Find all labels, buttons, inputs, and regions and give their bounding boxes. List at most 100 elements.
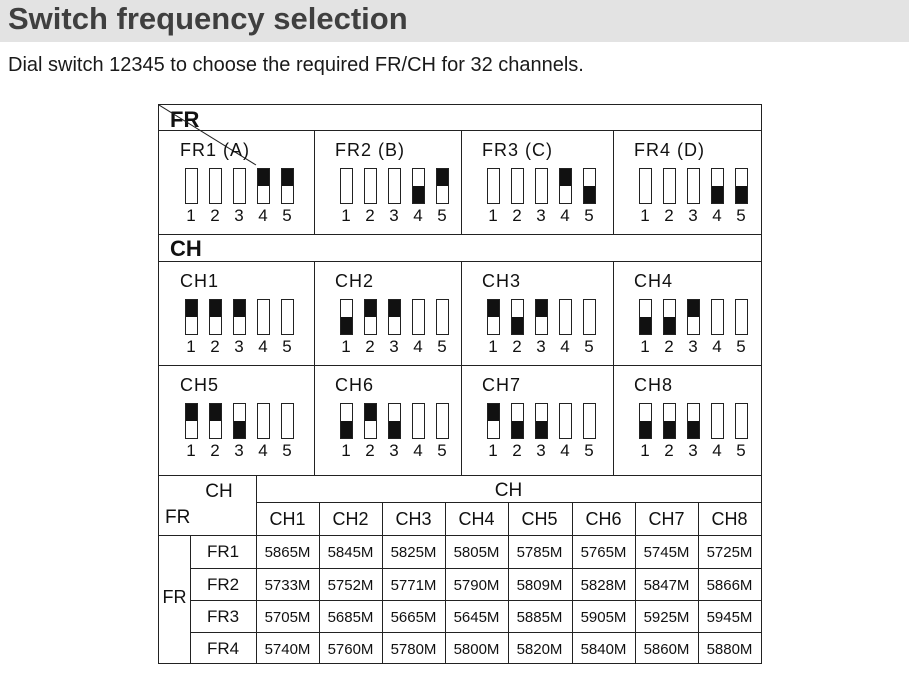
ch7-switch-3 — [535, 403, 548, 439]
ch1-switch-number: 2 — [210, 337, 220, 356]
grid-line — [613, 130, 614, 234]
table-cell: 5645M — [453, 609, 500, 626]
switch-knob — [341, 317, 352, 334]
fr1-switch-5 — [281, 168, 294, 204]
table-cell: 5825M — [390, 544, 437, 561]
ch1-switch-number: 1 — [186, 337, 196, 356]
ch8-switch-number: 4 — [712, 441, 722, 460]
switch-knob — [210, 300, 221, 317]
table-cell: 5885M — [516, 609, 563, 626]
fr2-switch-number: 5 — [437, 206, 447, 225]
ch1-switch-5 — [281, 299, 294, 335]
ch3-switch-2 — [511, 299, 524, 335]
fr4-switch-4 — [711, 168, 724, 204]
switch-knob — [584, 186, 595, 203]
table-cell: 5865M — [264, 544, 311, 561]
ch7-switch-5 — [583, 403, 596, 439]
fr4-label: FR4 (D) — [634, 140, 705, 160]
grid-line — [159, 475, 761, 476]
table-row-label: FR1 — [206, 542, 240, 561]
switch-knob — [365, 300, 376, 317]
grid-line — [508, 502, 509, 663]
fr4-switch-number: 5 — [736, 206, 746, 225]
ch5-switch-number: 1 — [186, 441, 196, 460]
grid-line — [461, 261, 462, 475]
ch8-switch-number: 5 — [736, 441, 746, 460]
switch-knob — [664, 317, 675, 334]
ch1-switch-4 — [257, 299, 270, 335]
ch6-switch-number: 2 — [365, 441, 375, 460]
ch4-switch-4 — [711, 299, 724, 335]
fr2-switch-2 — [364, 168, 377, 204]
fr2-switch-number: 1 — [341, 206, 351, 225]
fr1-switch-number: 3 — [234, 206, 244, 225]
ch3-label: CH3 — [482, 271, 522, 291]
table-cell: 5820M — [516, 641, 563, 658]
table-cell: 5771M — [390, 577, 437, 594]
switch-knob — [413, 186, 424, 203]
table-corner-fr-label: FR — [165, 507, 191, 528]
ch7-switch-number: 3 — [536, 441, 546, 460]
table-column-header: CH1 — [269, 509, 306, 529]
table-cell: 5905M — [580, 609, 627, 626]
fr2-switch-number: 4 — [413, 206, 423, 225]
table-cell: 5760M — [327, 641, 374, 658]
table-cell: 5828M — [580, 577, 627, 594]
ch2-switch-5 — [436, 299, 449, 335]
ch4-switch-number: 5 — [736, 337, 746, 356]
ch2-switch-1 — [340, 299, 353, 335]
table-row-label: FR3 — [206, 607, 240, 626]
switch-knob — [640, 317, 651, 334]
ch7-switch-number: 2 — [512, 441, 522, 460]
fr2-switch-1 — [340, 168, 353, 204]
fr2-label: FR2 (B) — [335, 140, 405, 160]
table-cell: 5790M — [453, 577, 500, 594]
ch3-switch-number: 4 — [560, 337, 570, 356]
ch2-switch-number: 1 — [341, 337, 351, 356]
fr4-switch-5 — [735, 168, 748, 204]
ch8-label: CH8 — [634, 375, 674, 395]
ch4-switch-number: 1 — [640, 337, 650, 356]
table-cell: 5745M — [643, 544, 690, 561]
grid-line — [159, 261, 761, 262]
table-cell: 5665M — [390, 609, 437, 626]
ch4-switch-number: 3 — [688, 337, 698, 356]
ch8-switch-5 — [735, 403, 748, 439]
table-cell: 5780M — [390, 641, 437, 658]
ch5-switch-5 — [281, 403, 294, 439]
fr1-switch-number: 5 — [282, 206, 292, 225]
switch-knob — [640, 421, 651, 438]
ch6-switch-1 — [340, 403, 353, 439]
switch-knob — [512, 317, 523, 334]
table-column-header: CH3 — [395, 509, 432, 529]
fr4-switch-1 — [639, 168, 652, 204]
ch4-switch-number: 2 — [664, 337, 674, 356]
fr2-switch-number: 2 — [365, 206, 375, 225]
table-ch-group-label: CH — [494, 480, 523, 501]
table-cell: 5809M — [516, 577, 563, 594]
switch-knob — [186, 300, 197, 317]
table-cell: 5840M — [580, 641, 627, 658]
fr2-switch-3 — [388, 168, 401, 204]
ch-section-label: CH — [170, 236, 202, 261]
fr3-switch-number: 1 — [488, 206, 498, 225]
ch8-switch-number: 3 — [688, 441, 698, 460]
page-subtitle: Dial switch 12345 to choose the required… — [8, 54, 584, 76]
table-row-label: FR2 — [206, 575, 240, 594]
table-cell: 5860M — [643, 641, 690, 658]
ch5-switch-number: 4 — [258, 441, 268, 460]
switch-knob — [664, 421, 675, 438]
table-cell: 5925M — [643, 609, 690, 626]
ch4-switch-2 — [663, 299, 676, 335]
ch5-switch-number: 5 — [282, 441, 292, 460]
ch4-switch-3 — [687, 299, 700, 335]
switch-knob — [712, 186, 723, 203]
switch-knob — [688, 421, 699, 438]
ch8-switch-number: 1 — [640, 441, 650, 460]
grid-line — [613, 261, 614, 475]
ch1-switch-number: 4 — [258, 337, 268, 356]
ch7-switch-number: 5 — [584, 441, 594, 460]
switch-knob — [234, 300, 245, 317]
ch3-switch-5 — [583, 299, 596, 335]
table-column-header: CH6 — [585, 509, 622, 529]
